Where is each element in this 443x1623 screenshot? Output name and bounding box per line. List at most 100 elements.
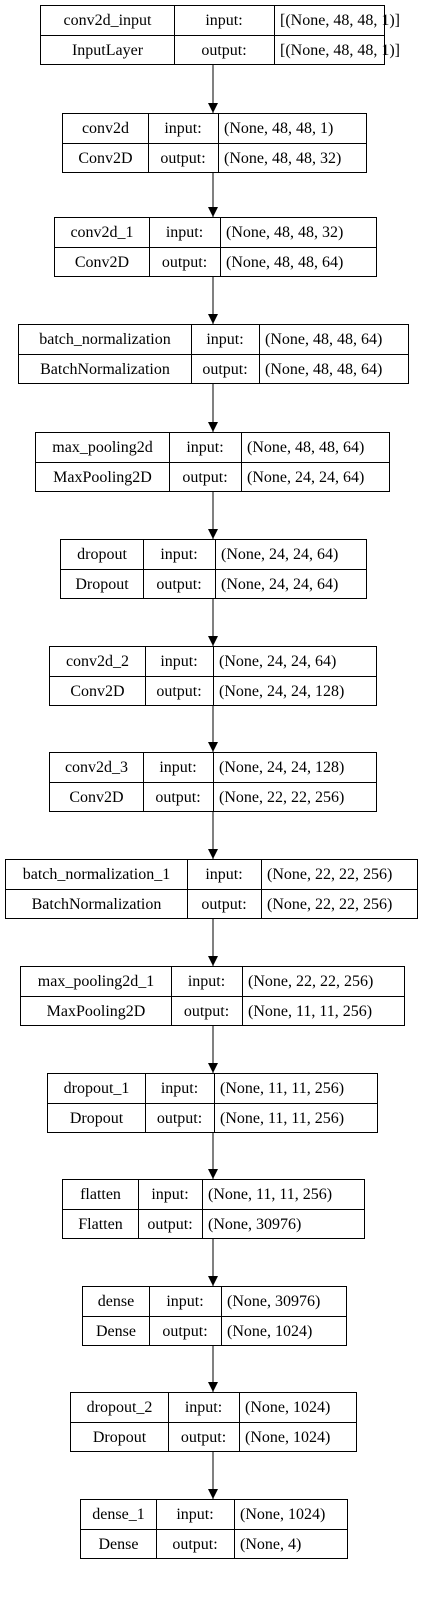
layer-name: conv2d (81, 119, 130, 137)
node-divider (81, 1529, 347, 1530)
layer-node-conv2d-1: conv2d_1 input: (None, 48, 48, 32) Conv2D ou… (54, 217, 377, 277)
layer-name: max_pooling2d (52, 438, 153, 456)
output-label: output: (155, 788, 201, 806)
output-label: output: (161, 253, 208, 271)
input-shape: (None, 22, 22, 256) (248, 972, 374, 990)
output-shape: (None, 48, 48, 64) (265, 360, 383, 378)
output-shape: (None, 22, 22, 256) (267, 895, 393, 913)
layer-class: Dropout (69, 1109, 124, 1127)
layer-node-dense: dense input: (None, 30976) Dense output: (Non… (82, 1286, 347, 1346)
input-shape: (None, 1024) (245, 1398, 331, 1416)
node-divider (19, 354, 408, 355)
output-shape: (None, 24, 24, 128) (219, 682, 345, 700)
input-label: input: (205, 865, 243, 883)
output-label: output: (202, 360, 248, 378)
output-shape: (None, 1024) (227, 1322, 313, 1340)
layer-name: conv2d_2 (65, 652, 130, 670)
layer-name: conv2d_1 (70, 223, 134, 241)
input-label: input: (160, 1079, 199, 1097)
layer-name: flatten (80, 1185, 121, 1203)
output-shape: (None, 30976) (208, 1215, 302, 1233)
layer-name: conv2d_input (63, 11, 152, 29)
layer-class: Flatten (78, 1215, 123, 1233)
input-label: input: (176, 1505, 214, 1523)
input-label: input: (187, 972, 226, 990)
output-shape: (None, 11, 11, 256) (220, 1109, 345, 1127)
layer-node-flatten: flatten input: (None, 11, 11, 256) Flatten o… (62, 1179, 365, 1239)
layer-name: dense (97, 1292, 135, 1310)
node-divider (50, 676, 376, 677)
output-shape: (None, 24, 24, 64) (247, 468, 365, 486)
input-label: input: (164, 119, 202, 137)
layer-name: dropout_1 (63, 1079, 130, 1097)
layer-name: max_pooling2d_1 (37, 972, 155, 990)
layer-name: batch_normalization_1 (22, 865, 171, 883)
output-shape: (None, 4) (240, 1535, 302, 1553)
layer-class: Conv2D (70, 682, 125, 700)
layer-class: Conv2D (78, 149, 133, 167)
input-shape: (None, 24, 24, 128) (219, 758, 345, 776)
output-label: output: (162, 1322, 208, 1340)
node-divider (41, 35, 384, 36)
input-shape: (None, 11, 11, 256) (220, 1079, 345, 1097)
input-shape: (None, 22, 22, 256) (267, 865, 393, 883)
input-shape: (None, 30976) (227, 1292, 321, 1310)
input-label: input: (165, 223, 204, 241)
layer-node-conv2d: conv2d input: (None, 48, 48, 1) Conv2D outpu… (62, 113, 367, 173)
node-divider (36, 462, 389, 463)
input-shape: (None, 48, 48, 32) (226, 223, 344, 241)
layer-node-max-pooling2d-1: max_pooling2d_1 input: (None, 22, 22, 256)… (20, 966, 405, 1026)
output-label: output: (201, 41, 247, 59)
output-label: output: (147, 1215, 193, 1233)
layer-class: Conv2D (69, 788, 124, 806)
input-label: input: (166, 1292, 204, 1310)
input-label: input: (151, 1185, 189, 1203)
input-shape: (None, 1024) (240, 1505, 326, 1523)
layer-class: MaxPooling2D (53, 468, 152, 486)
node-divider (21, 996, 404, 997)
input-shape: (None, 11, 11, 256) (208, 1185, 333, 1203)
output-label: output: (156, 575, 202, 593)
node-divider (71, 1422, 356, 1423)
node-divider (55, 247, 376, 248)
input-shape: (None, 48, 48, 1) (224, 119, 334, 137)
layer-class: BatchNormalization (31, 895, 162, 913)
node-divider (83, 1316, 346, 1317)
input-label: input: (206, 330, 244, 348)
layer-class: Dense (96, 1322, 136, 1340)
output-label: output: (180, 1428, 227, 1446)
output-label: output: (172, 1535, 218, 1553)
input-label: input: (159, 758, 197, 776)
input-shape: (None, 48, 48, 64) (247, 438, 365, 456)
layer-name: dense_1 (92, 1505, 145, 1523)
input-shape: [(None, 48, 48, 1)] (280, 11, 400, 29)
input-label: input: (184, 1398, 223, 1416)
node-divider (6, 889, 417, 890)
input-label: input: (160, 652, 198, 670)
output-label: output: (182, 468, 228, 486)
output-shape: [(None, 48, 48, 1)] (280, 41, 400, 59)
input-shape: (None, 24, 24, 64) (219, 652, 337, 670)
layer-class: Dense (98, 1535, 139, 1553)
output-shape: (None, 22, 22, 256) (219, 788, 345, 806)
node-divider (63, 1209, 364, 1210)
input-label: input: (160, 545, 198, 563)
layer-node-dropout-1: dropout_1 input: (None, 11, 11, 256) Dropou… (47, 1073, 378, 1133)
layer-class: InputLayer (71, 41, 144, 59)
layer-node-dense-1: dense_1 input: (None, 1024) Dense output: (No… (80, 1499, 348, 1559)
output-label: output: (183, 1002, 230, 1020)
output-label: output: (160, 149, 206, 167)
layer-class: MaxPooling2D (46, 1002, 146, 1020)
output-label: output: (201, 895, 247, 913)
layer-class: Dropout (75, 575, 129, 593)
layer-class: Conv2D (74, 253, 130, 271)
input-shape: (None, 48, 48, 64) (265, 330, 383, 348)
node-divider (50, 782, 376, 783)
